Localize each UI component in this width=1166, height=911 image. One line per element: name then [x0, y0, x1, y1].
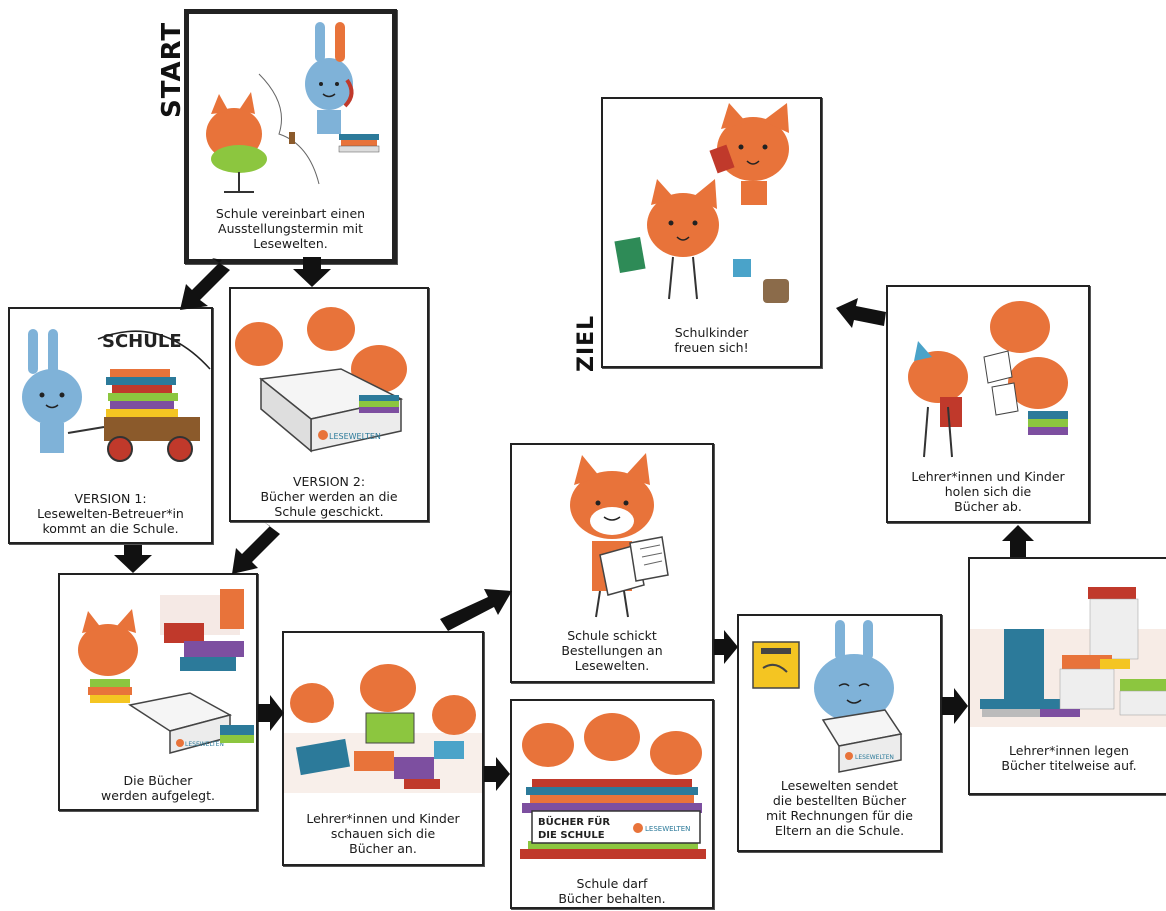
arrow-start-to-version2 — [293, 257, 331, 287]
panel-schauen: Lehrer*innen und Kinder schauen sich die… — [282, 631, 484, 866]
version2-illustration: LESEWELTEN — [231, 289, 427, 454]
fox-icon — [78, 624, 138, 676]
fox-icon — [290, 683, 334, 723]
bestellen-caption: Schule schickt Bestellungen an Lesewelte… — [561, 628, 663, 673]
abholen-illustration — [888, 287, 1088, 463]
start-label: START — [157, 21, 187, 118]
schauen-caption: Lehrer*innen und Kinder schauen sich die… — [306, 811, 460, 856]
banner-line-2: DIE SCHULE — [538, 830, 605, 841]
fox-icon — [990, 301, 1050, 353]
fox-icon — [908, 351, 968, 403]
ziel-caption: Schulkinder freuen sich! — [674, 325, 749, 355]
banner-logo: LESEWELTEN — [645, 825, 690, 833]
banner-line-1: BÜCHER FÜR — [538, 814, 610, 828]
fox-icon — [650, 731, 702, 775]
fox-icon — [360, 664, 416, 712]
panel-aufgelegt: LESEWELTEN Die Bücher werden aufgelegt. — [58, 573, 258, 811]
fox-icon — [584, 713, 640, 761]
fox-icon — [235, 322, 283, 366]
panel-titelweise: Lehrer*innen legen Bücher titelweise auf… — [968, 557, 1166, 795]
panel-ziel: Schulkinder freuen sich! — [601, 97, 822, 368]
panel-behalten: BÜCHER FÜR DIE SCHULE LESEWELTEN Schule … — [510, 699, 714, 909]
book-stack-icon — [1004, 629, 1044, 699]
aufgelegt-illustration: LESEWELTEN — [60, 575, 256, 755]
arrow-abholen-to-ziel — [836, 298, 886, 328]
bestellen-illustration — [512, 445, 712, 623]
arrow-version1-to-aufgelegt — [114, 545, 152, 573]
arrow-schauen-to-behalten — [484, 757, 510, 791]
bunny-icon — [22, 369, 82, 425]
arrow-titelweise-to-abholen — [1002, 525, 1034, 557]
fox-icon — [432, 695, 476, 735]
titelweise-illustration — [970, 559, 1166, 727]
panel-start: Schule vereinbart einen Ausstellungsterm… — [184, 9, 397, 264]
arrow-schauen-to-bestellen — [440, 589, 512, 631]
bunny-icon — [814, 654, 894, 722]
fox-icon — [522, 723, 574, 767]
arrow-start-to-version1 — [180, 258, 230, 310]
panel-version-1: SCHULE VERSION 1: Lesewelten-Betreuer*in… — [8, 307, 213, 544]
ziel-illustration — [603, 99, 820, 314]
aufgelegt-caption: Die Bücher werden aufgelegt. — [101, 773, 215, 803]
start-caption: Schule vereinbart einen Ausstellungsterm… — [215, 206, 366, 251]
arrow-senden-to-titelweise — [942, 688, 968, 724]
version1-illustration: SCHULE — [10, 309, 211, 474]
behalten-illustration: BÜCHER FÜR DIE SCHULE LESEWELTEN — [512, 701, 712, 866]
behalten-caption: Schule darf Bücher behalten. — [558, 876, 666, 906]
schule-sign: SCHULE — [102, 331, 182, 352]
fox-icon — [647, 193, 719, 257]
schauen-illustration — [284, 633, 482, 803]
fox-icon — [307, 307, 355, 351]
panel-abholen: Lehrer*innen und Kinder holen sich die B… — [886, 285, 1090, 523]
titelweise-caption: Lehrer*innen legen Bücher titelweise auf… — [1001, 743, 1137, 773]
version1-caption: VERSION 1: Lesewelten-Betreuer*in kommt … — [37, 491, 184, 536]
fox-icon — [717, 117, 789, 181]
box-logo: LESEWELTEN — [329, 432, 381, 441]
panel-senden: LESEWELTEN Lesewelten sendet die bestell… — [737, 614, 942, 852]
bunny-icon — [305, 58, 353, 110]
arrow-bestellen-to-senden — [714, 630, 738, 664]
panel-version-2: LESEWELTEN VERSION 2: Bücher werden an d… — [229, 287, 429, 522]
senden-illustration: LESEWELTEN — [739, 616, 940, 776]
arrow-version2-to-aufgelegt — [232, 522, 280, 574]
box-logo: LESEWELTEN — [855, 754, 894, 761]
fox-icon — [1008, 357, 1068, 409]
box-logo: LESEWELTEN — [185, 741, 224, 748]
version2-caption: VERSION 2: Bücher werden an die Schule g… — [260, 474, 398, 519]
ziel-label: ZIEL — [574, 314, 599, 372]
senden-caption: Lesewelten sendet die bestellten Bücher … — [766, 778, 913, 838]
abholen-caption: Lehrer*innen und Kinder holen sich die B… — [911, 469, 1065, 514]
start-illustration — [189, 14, 392, 204]
arrow-aufgelegt-to-schauen — [258, 695, 284, 731]
panel-bestellen: Schule schickt Bestellungen an Lesewelte… — [510, 443, 714, 683]
